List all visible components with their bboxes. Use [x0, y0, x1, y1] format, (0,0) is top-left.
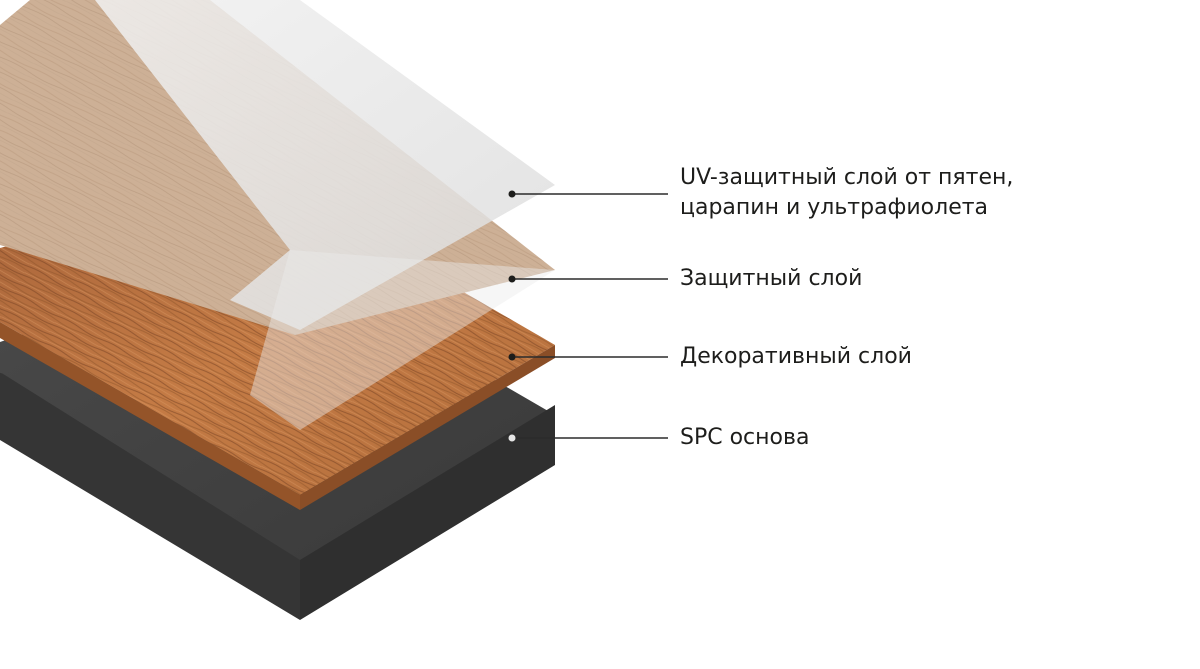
callout-spc: [508, 434, 668, 442]
uv-layer-sheet: [95, 0, 555, 330]
decorative-layer-front: [0, 322, 300, 510]
leader-dot-wear: [508, 275, 516, 283]
label-decor-line-1: Декоративный слой: [680, 344, 912, 369]
callout-uv: [508, 190, 668, 198]
uv-layer-sheet-lower: [250, 250, 555, 430]
leader-dot-spc: [508, 434, 516, 442]
leader-dot-uv: [508, 190, 516, 198]
leader-dot-decor: [508, 353, 516, 361]
label-wear-line-1: Защитный слой: [680, 266, 863, 291]
callout-decor: [508, 353, 668, 361]
spc-base-side: [300, 405, 555, 620]
label-spc-line-1: SPC основа: [680, 425, 810, 450]
label-uv-line-1: UV-защитный слой от пятен,: [680, 165, 1014, 190]
label-spc-layer: SPC основа: [680, 423, 809, 453]
label-decor-layer: Декоративный слой: [680, 342, 912, 372]
label-uv-line-2: царапин и ультрафиолета: [680, 195, 989, 220]
label-uv-layer: UV-защитный слой от пятен, царапин и уль…: [680, 163, 1013, 223]
label-wear-layer: Защитный слой: [680, 264, 862, 294]
uv-layer-board: [95, 0, 555, 430]
decorative-layer-side: [300, 345, 555, 510]
callout-wear: [508, 275, 668, 283]
spc-base-front: [0, 372, 300, 620]
